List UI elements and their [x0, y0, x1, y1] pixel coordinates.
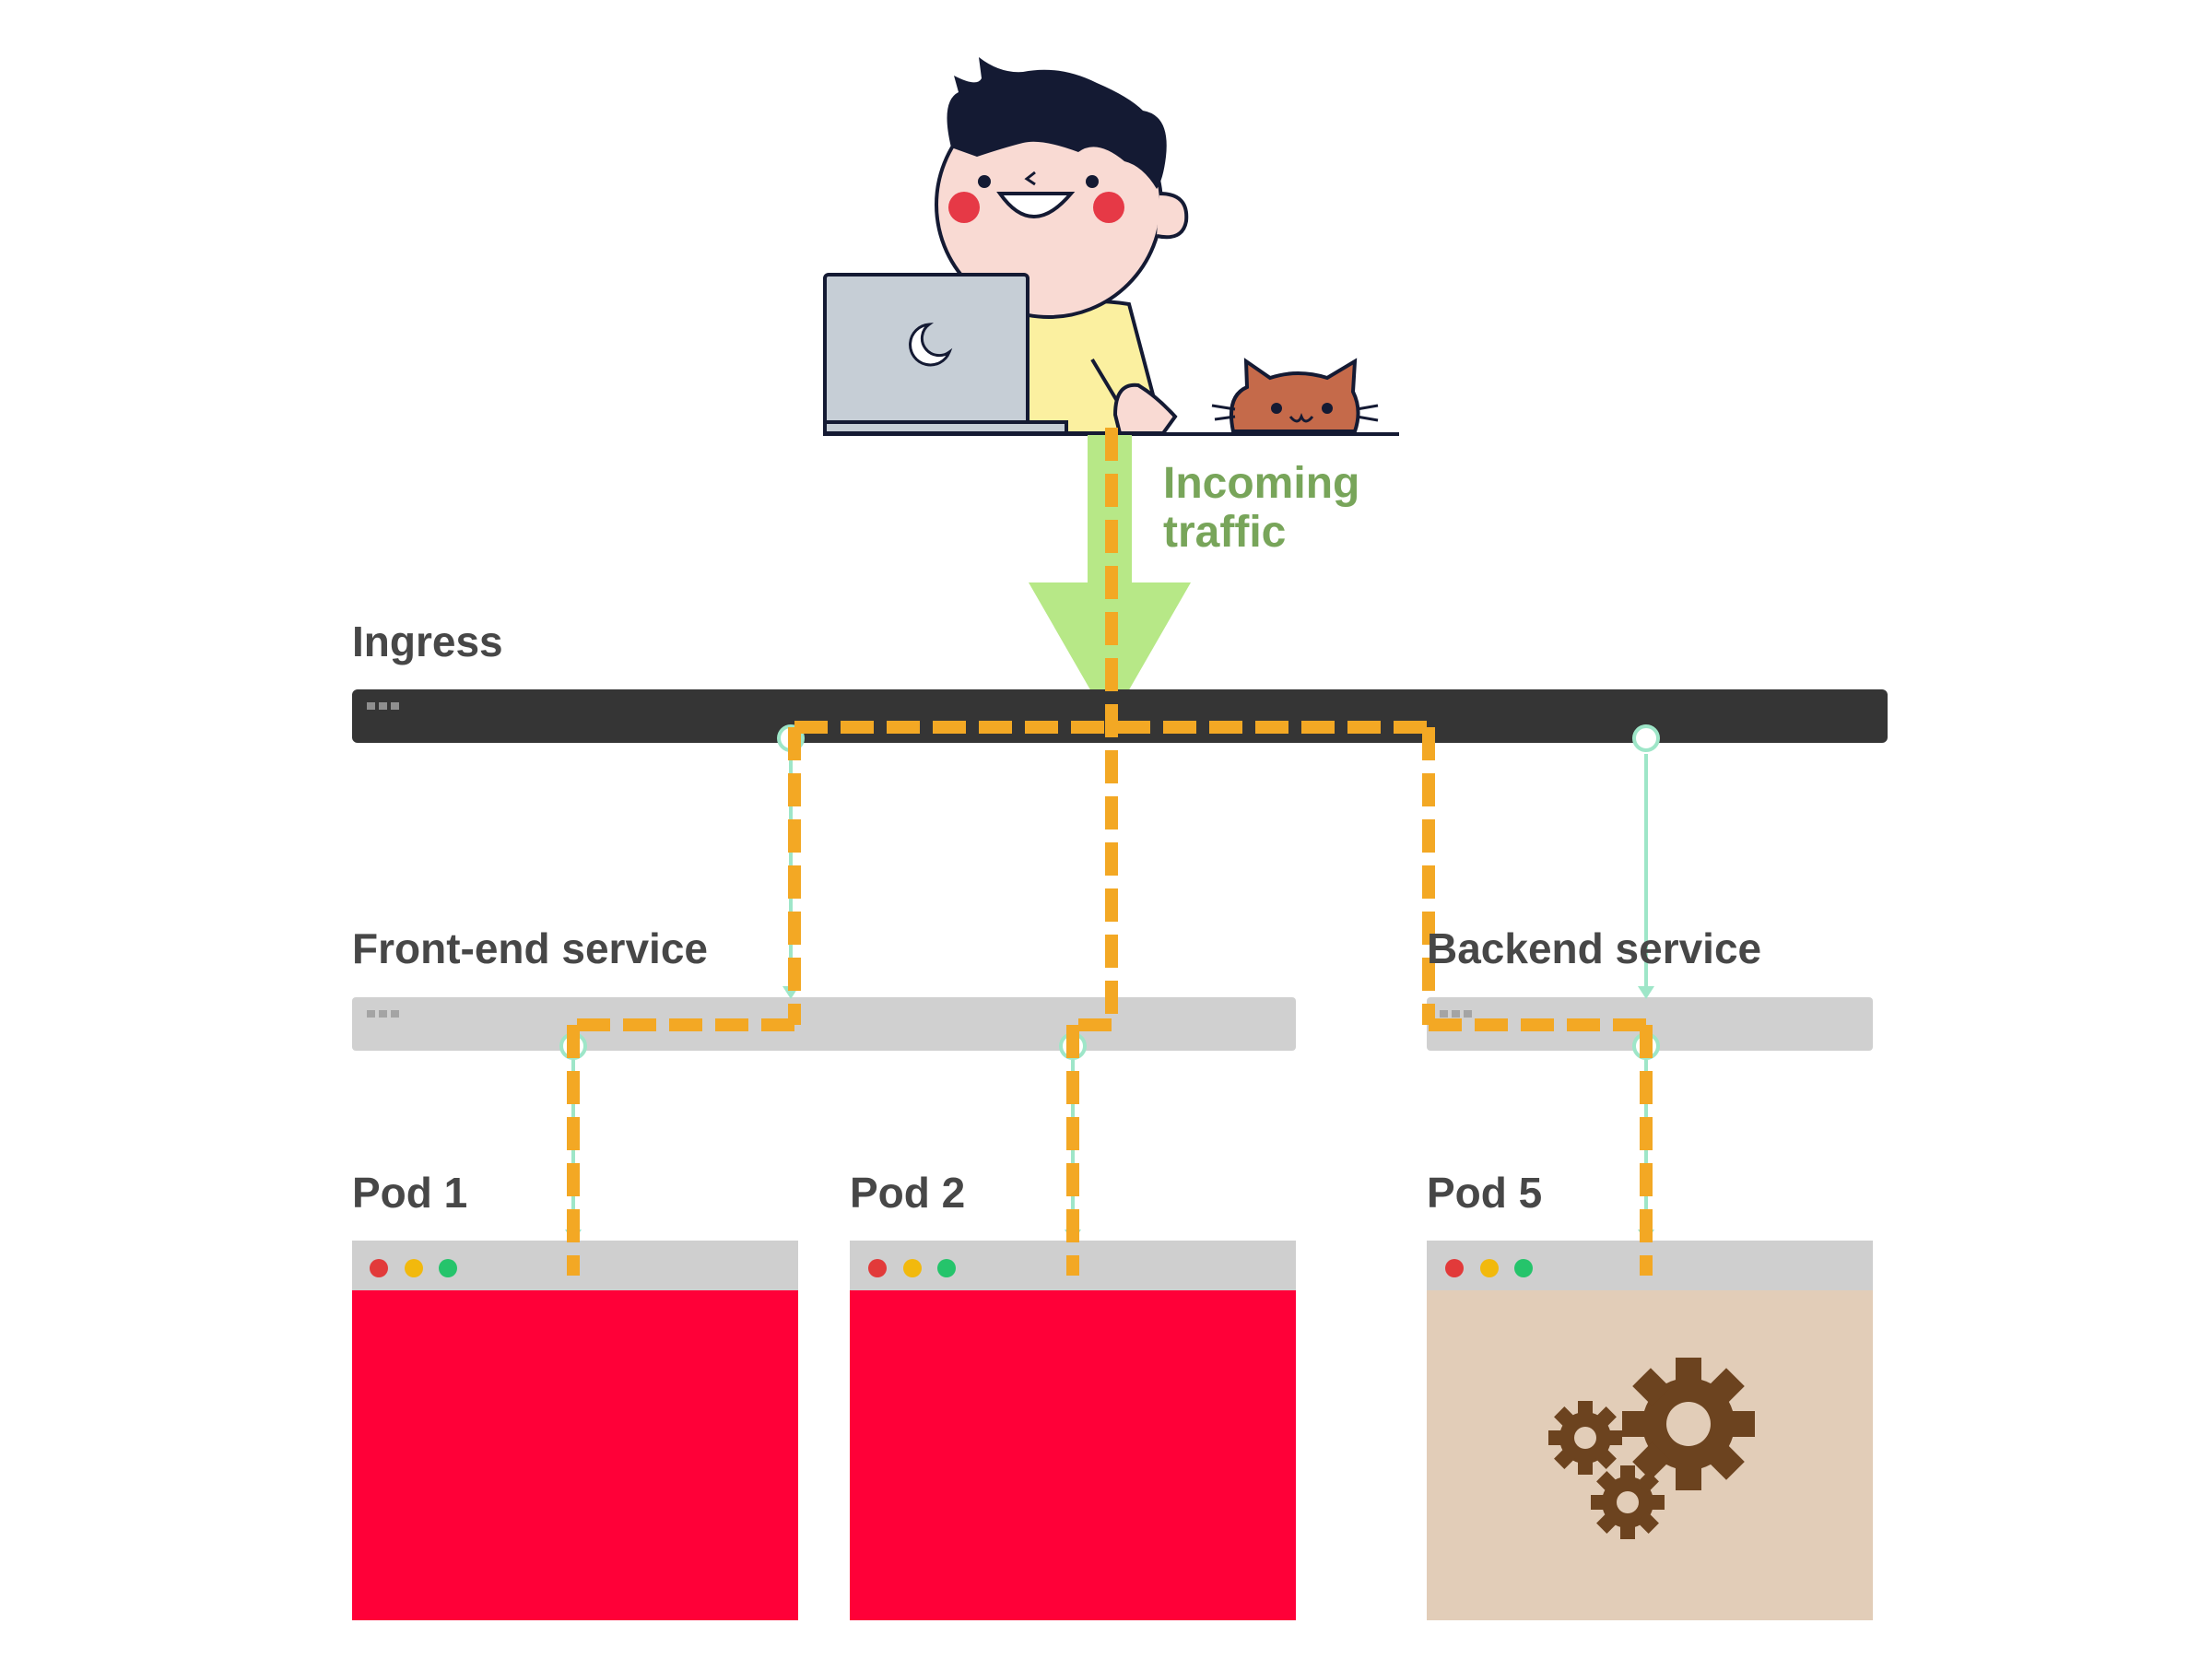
gears-icon [1548, 1358, 1755, 1539]
user-at-laptop-illustration [823, 57, 1399, 436]
traffic-route-path [567, 428, 1653, 1276]
cat-icon [1211, 358, 1379, 433]
pod-5-label: Pod 5 [1427, 1169, 1542, 1217]
pod-2 [850, 1241, 1296, 1620]
ingress-bar [352, 689, 1888, 743]
window-dots-icon [367, 702, 399, 710]
incoming-traffic-label: Incoming [1163, 459, 1359, 508]
pod-1 [352, 1241, 798, 1620]
window-dots-icon [1440, 1010, 1472, 1018]
frontend-service-label: Front-end service [352, 924, 708, 972]
window-dots-icon [868, 1259, 956, 1277]
frontend-service-bar [352, 997, 1296, 1051]
window-dots-icon [367, 1010, 399, 1018]
backend-service-bar [1427, 997, 1873, 1051]
pod-2-label: Pod 2 [850, 1169, 965, 1217]
window-dots-icon [1445, 1259, 1533, 1277]
window-dots-icon [370, 1259, 457, 1277]
pod-1-label: Pod 1 [352, 1169, 467, 1217]
ingress-label: Ingress [352, 618, 503, 665]
backend-service-label: Backend service [1427, 924, 1761, 972]
incoming-traffic-label-line2: traffic [1163, 508, 1286, 557]
pod-5 [1427, 1241, 1873, 1620]
